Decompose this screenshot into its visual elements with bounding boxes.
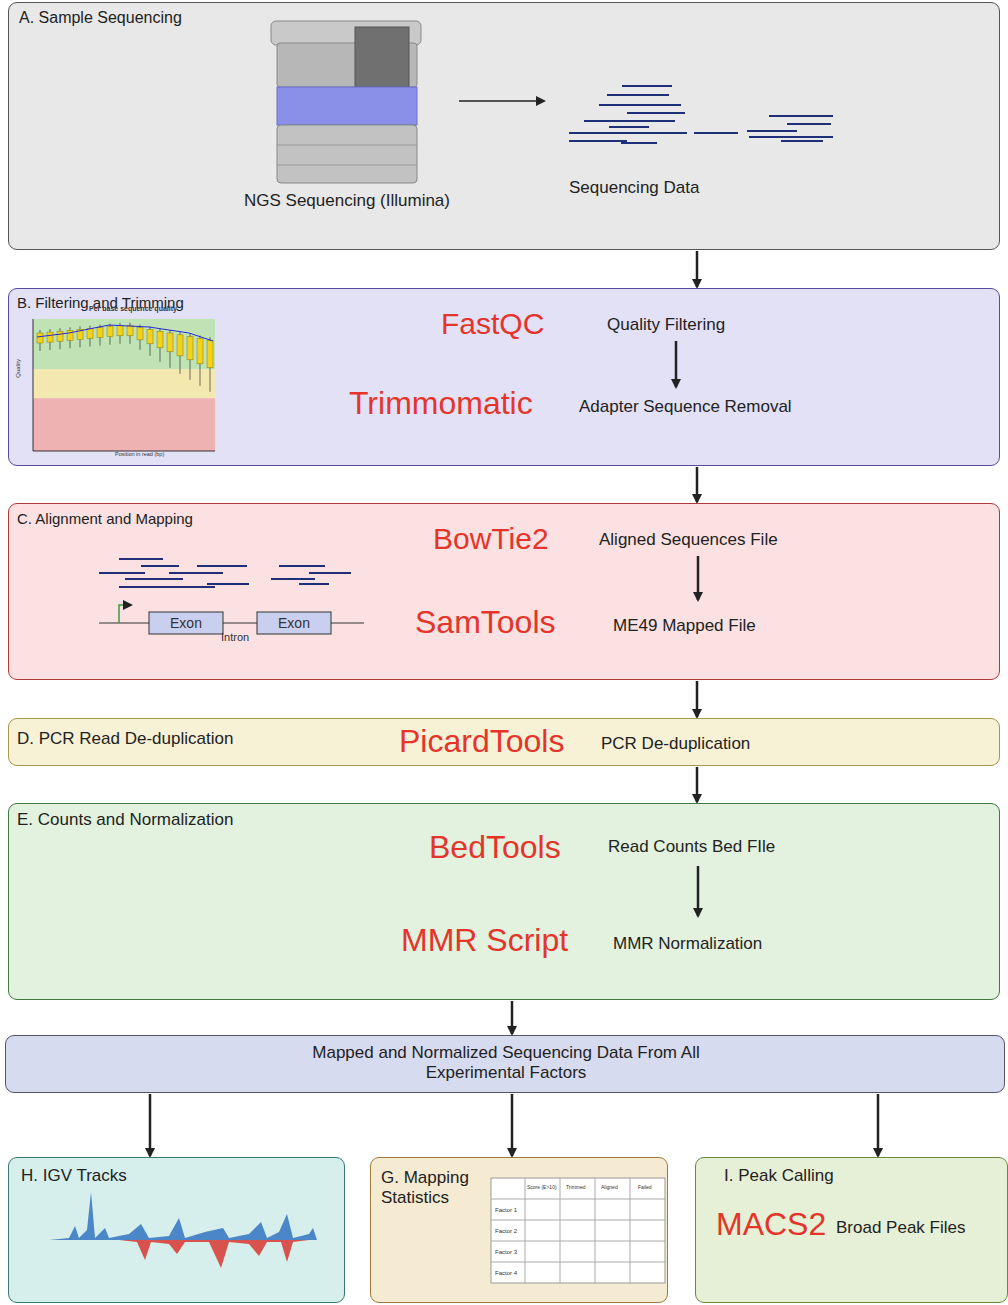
section-heading: D. PCR Read De-duplication — [17, 729, 233, 749]
output-panel: I. Peak CallingMACS2 Broad Peak Files — [695, 1157, 1008, 1303]
step-label: PCR De-duplication — [601, 734, 750, 754]
gene-label: Exon — [170, 615, 202, 631]
flow-arrow — [877, 1094, 880, 1156]
section-heading: A. Sample Sequencing — [19, 9, 182, 27]
section-panel: E. Counts and NormalizationBedTools Read … — [8, 803, 1000, 1000]
chart-label: Quality — [15, 359, 22, 378]
flow-arrow — [696, 467, 699, 502]
section-heading: G. Mapping Statistics — [381, 1168, 481, 1207]
table-cell: Factor 3 — [495, 1249, 517, 1256]
sequencer-illustration — [9, 3, 1001, 251]
flow-arrow — [696, 767, 699, 802]
flow-arrow — [511, 1094, 514, 1156]
section-heading: E. Counts and Normalization — [17, 810, 233, 830]
tool-name: MMR Script — [401, 922, 568, 959]
flow-arrow — [696, 681, 699, 717]
section-heading: Mapped and Normalized Sequencing Data Fr… — [286, 1043, 726, 1082]
gene-label: Intron — [221, 631, 249, 644]
tool-name: SamTools — [415, 604, 556, 641]
section-panel: C. Alignment and MappingBowTie2 Aligned S… — [8, 503, 1000, 680]
section-panel: B. Filtering and TrimmingFastQCQuality F… — [8, 288, 1000, 466]
section-panel: A. Sample SequencingNGS Sequencing (Illu… — [8, 2, 1000, 250]
chart-label: Per base sequence quality — [89, 305, 177, 313]
output-panel: G. Mapping Statistics Score (E>10) Trimmed… — [370, 1157, 668, 1303]
tool-name: BedTools — [429, 829, 561, 866]
table-cell: Factor 4 — [495, 1270, 517, 1277]
table-cell: Factor 1 — [495, 1207, 517, 1214]
tool-name: BowTie2 — [433, 522, 549, 557]
flow-arrow — [511, 1001, 514, 1034]
step-label: NGS Sequencing (Illumina) — [244, 191, 450, 211]
step-label: ME49 Mapped File — [613, 616, 756, 636]
step-label: Read Counts Bed FIle — [608, 837, 775, 857]
flow-arrow — [149, 1094, 152, 1156]
flow-arrow — [696, 251, 699, 287]
tool-name: FastQC — [441, 307, 544, 342]
table-cell: Trimmed — [566, 1185, 586, 1191]
tool-name: PicardTools — [399, 723, 564, 760]
table-cell: Aligned — [601, 1185, 618, 1191]
section-panel: D. PCR Read De-duplication PicardTools PCR… — [8, 718, 1000, 766]
section-heading: H. IGV Tracks — [21, 1166, 127, 1186]
summary-box: Mapped and Normalized Sequencing Data Fr… — [5, 1035, 1005, 1093]
table-cell: Factor 2 — [495, 1228, 517, 1235]
section-heading: C. Alignment and Mapping — [17, 510, 193, 527]
tool-name: MACS2 — [716, 1206, 826, 1243]
chart-label: Position in read (bp) — [115, 451, 164, 457]
step-label: MMR Normalization — [613, 934, 762, 954]
step-label: Broad Peak Files — [836, 1218, 965, 1238]
step-label: Adapter Sequence Removal — [579, 397, 792, 417]
table-cell: Failed — [638, 1185, 652, 1191]
section-heading: I. Peak Calling — [724, 1166, 834, 1186]
gene-label: Exon — [278, 615, 310, 631]
step-label: Sequencing Data — [569, 178, 699, 198]
step-label: Aligned Sequences File — [599, 530, 778, 550]
tool-name: Trimmomatic — [349, 385, 533, 422]
table-cell: Score (E>10) — [527, 1185, 557, 1191]
step-label: Quality Filtering — [607, 315, 725, 335]
output-panel: H. IGV Tracks — [8, 1157, 345, 1303]
